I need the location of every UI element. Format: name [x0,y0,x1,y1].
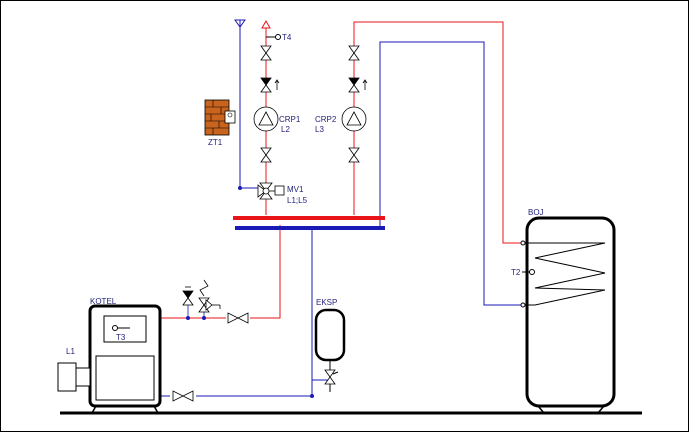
mv1-label: MV1 [287,185,304,194]
expansion-vessel-eksp [314,308,346,392]
safety-valve-icon [198,279,221,313]
l1-label: L1 [66,347,75,356]
crp2-column [341,45,368,163]
junction-dot [238,186,242,190]
sensor-t2 [522,269,535,275]
air-vent-icon [234,19,246,28]
ball-valve-icon [260,147,272,163]
sensor-t4: T4 [266,33,292,42]
supply-manifold [233,216,385,220]
junction-dot [310,394,314,398]
l2-label: L2 [281,125,290,134]
l3-label: L3 [315,125,324,134]
kotel-label: KOTEL [90,297,117,306]
pump-crp2-icon [341,106,367,132]
t2-label: T2 [511,268,521,277]
boj-label: BOJ [528,208,544,217]
connection-dot [520,302,526,308]
check-valve-icon [348,77,368,93]
t4-label: T4 [282,33,292,42]
ball-valve-icon [348,147,360,163]
safety-group [182,279,221,318]
check-valve-icon [260,77,280,93]
ball-valve-icon [260,45,272,61]
room-thermostat-zt1-icon [204,99,236,136]
l1l5-label: L1;L5 [287,196,308,205]
zt1-label: ZT1 [208,138,223,147]
ball-valve-icon [172,390,194,402]
burner-l1-icon [57,362,91,392]
connection-dot [520,240,526,246]
eksp-label: EKSP [316,298,337,307]
t3-label: T3 [116,333,126,342]
return-manifold [235,226,385,230]
sensor-t3 [112,325,130,331]
ball-valve-icon [348,45,360,61]
crp2-label: CRP2 [315,115,337,124]
storage-tank-boj [522,216,616,414]
pump-crp1-icon [253,106,279,132]
boiler-kotel [88,304,162,414]
supply-arrow-icon [261,19,271,34]
ball-valve-icon [227,312,249,324]
junction-dot [186,316,190,320]
junction-dot [202,316,206,320]
air-vent-icon [182,286,194,306]
crp1-column [253,45,285,200]
mixing-valve-mv1-icon [257,182,285,200]
crp1-label: CRP1 [279,115,301,124]
